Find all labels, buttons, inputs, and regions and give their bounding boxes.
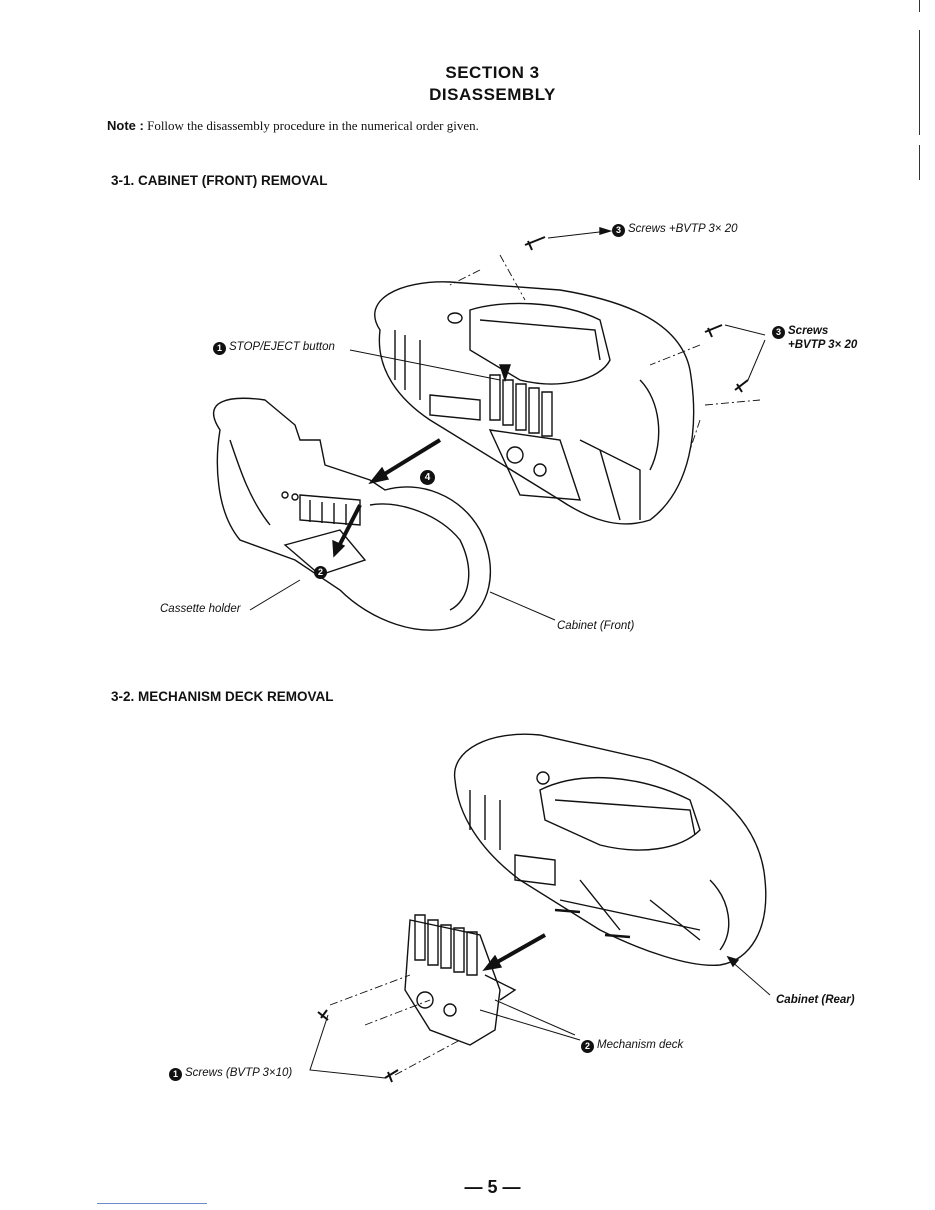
- label-screws-top-text: Screws +BVTP 3× 20: [628, 223, 738, 235]
- label-cassette-holder: Cassette holder: [160, 603, 241, 615]
- label-mechanism-deck-text: Mechanism deck: [597, 1039, 684, 1051]
- step-number-badge: 1: [169, 1068, 182, 1081]
- label-screws-bvtp-text: Screws (BVTP 3×10): [185, 1067, 293, 1079]
- note-line: Note : Follow the disassembly procedure …: [107, 118, 479, 134]
- scan-edge-mark: [919, 0, 920, 12]
- step-number-badge: 3: [772, 326, 785, 339]
- label-cabinet-rear: Cabinet (Rear): [776, 994, 855, 1006]
- figure-cabinet-front-removal: [213, 227, 766, 631]
- rear-cabinet-outline: [453, 733, 767, 967]
- label-screws-right-line1: Screws: [788, 325, 829, 337]
- screw-top: [524, 236, 546, 251]
- front-cabinet-outline: [213, 397, 492, 631]
- section-number: SECTION 3: [445, 63, 540, 82]
- screw-right-1: [704, 324, 723, 338]
- note-label: Note :: [107, 118, 144, 133]
- section-heading-mechanism-deck: 3-2. MECHANISM DECK REMOVAL: [111, 689, 334, 704]
- step-number-badge: 1: [213, 342, 226, 355]
- screw-bottom: [384, 1069, 399, 1083]
- step-4-marker: 4: [420, 466, 438, 485]
- step-number-badge: 3: [612, 224, 625, 237]
- label-screws-right-line2: +BVTP 3× 20: [788, 339, 858, 351]
- scan-edge-mark: [919, 145, 920, 180]
- note-text: Follow the disassembly procedure in the …: [147, 118, 479, 133]
- page-title: DISASSEMBLY: [429, 85, 556, 104]
- step-2-marker: 2: [314, 561, 330, 579]
- label-stop-eject-text: STOP/EJECT button: [229, 341, 335, 353]
- scan-edge-mark: [919, 30, 920, 135]
- screw-right-2: [734, 379, 749, 393]
- mechanism-deck-outline: [404, 919, 501, 1046]
- step-number-badge: 2: [581, 1040, 594, 1053]
- bottom-rule: [97, 1203, 207, 1204]
- page-number: — 5 —: [464, 1177, 521, 1197]
- rear-body-outline: [374, 281, 695, 525]
- label-cabinet-front: Cabinet (Front): [557, 620, 635, 632]
- section-heading-cabinet-front: 3-1. CABINET (FRONT) REMOVAL: [111, 173, 328, 188]
